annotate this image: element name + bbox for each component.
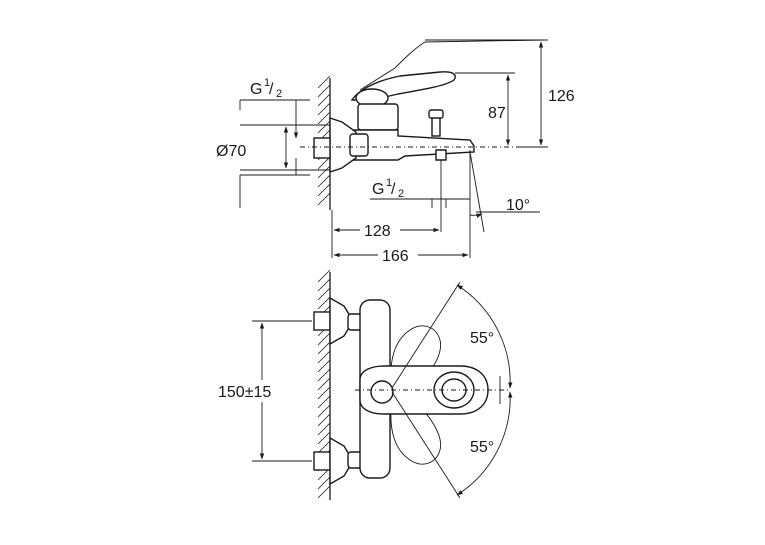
dim-150-label: 150±15 bbox=[218, 384, 271, 401]
spout-outlet bbox=[435, 149, 447, 161]
dim-angle-55: 55° 55° bbox=[391, 281, 513, 499]
inlet-bottom bbox=[313, 451, 331, 471]
dim-angle-up-label: 55° bbox=[470, 330, 494, 347]
dim-166: 166 bbox=[333, 245, 469, 265]
wall-hatch-line bbox=[317, 156, 331, 170]
dim-166-label: 166 bbox=[382, 248, 409, 265]
mixer-body bbox=[351, 129, 475, 161]
dim-diameter: Ø70 bbox=[216, 124, 330, 208]
wall-hatch-line bbox=[317, 422, 331, 436]
wall-hatch-line bbox=[317, 341, 331, 355]
wall-hatch-line bbox=[317, 192, 331, 206]
lever-raised-outline bbox=[359, 39, 546, 91]
wall-hatch-line bbox=[317, 386, 331, 400]
wall-hatch-line bbox=[317, 485, 331, 499]
wall-hatch-line bbox=[317, 350, 331, 364]
thread-top-slash: / bbox=[269, 81, 274, 98]
dim-87: 87 bbox=[455, 72, 515, 146]
dim-128: 128 bbox=[331, 210, 440, 258]
escutcheon-bottom bbox=[329, 436, 351, 486]
escutcheon bbox=[329, 117, 357, 173]
wall-hatch-line bbox=[317, 174, 331, 188]
wall-hatch-line bbox=[317, 93, 331, 107]
wall-hatch-line bbox=[317, 431, 331, 445]
dim-128-label: 128 bbox=[364, 223, 391, 240]
thread-top-den: 2 bbox=[276, 88, 282, 100]
wall-inlet bbox=[313, 137, 331, 159]
wall-hatch-line bbox=[317, 75, 331, 89]
dim-150: 150±15 bbox=[214, 320, 312, 462]
dim-126-label: 126 bbox=[548, 88, 575, 105]
wall-hatch-line bbox=[317, 404, 331, 418]
thread-top-num: 1 bbox=[264, 77, 270, 89]
wall-hatch-line bbox=[317, 165, 331, 179]
dim-angle-10-label: 10° bbox=[506, 197, 530, 214]
wall-hatch-line bbox=[317, 440, 331, 454]
dim-87-label: 87 bbox=[488, 105, 506, 122]
wall-hatch-line bbox=[317, 84, 331, 98]
dim-diameter-label: Ø70 bbox=[216, 143, 246, 160]
union-nut bbox=[349, 133, 369, 157]
escutcheon-top bbox=[329, 296, 351, 346]
wall-hatch-line bbox=[317, 120, 331, 134]
wall-hatch-line bbox=[317, 269, 331, 283]
wall-hatch-line bbox=[317, 359, 331, 373]
dim-angle-10: 10° bbox=[469, 197, 540, 218]
wall-hatch-line bbox=[317, 287, 331, 301]
outlet-angle-line bbox=[469, 151, 485, 233]
thread-bottom-den: 2 bbox=[398, 188, 404, 200]
lever-swing-down bbox=[390, 397, 442, 465]
wall-hatch-line bbox=[317, 332, 331, 346]
wall-hatch-line bbox=[317, 111, 331, 125]
wall-hatch-line bbox=[317, 476, 331, 490]
wall-hatch-line bbox=[317, 395, 331, 409]
thread-top-base: G bbox=[250, 81, 262, 98]
cartridge-body bbox=[357, 103, 399, 131]
dim-angle-down-label: 55° bbox=[470, 439, 494, 456]
dim-126: 126 bbox=[425, 39, 575, 148]
wall-hatch-line bbox=[317, 278, 331, 292]
wall-hatch-line bbox=[317, 296, 331, 310]
front-view: 150±15 55° 55° bbox=[214, 269, 513, 500]
inlet-top bbox=[313, 311, 331, 331]
diverter-knob bbox=[428, 109, 444, 119]
wall-hatch-line bbox=[317, 102, 331, 116]
thread-bottom-label: G 1 / 2 bbox=[370, 177, 470, 208]
side-view: 126 87 G 1 / 2 Ø70 bbox=[216, 39, 575, 265]
wall-hatch-line bbox=[317, 377, 331, 391]
thread-bottom-slash: / bbox=[391, 181, 396, 198]
lever-pivot bbox=[370, 380, 394, 404]
thread-bottom-base: G bbox=[372, 181, 384, 198]
thread-bottom-num: 1 bbox=[386, 177, 392, 189]
wall-hatch-line bbox=[317, 368, 331, 382]
wall-hatch-line bbox=[317, 183, 331, 197]
thread-top-label: G 1 / 2 bbox=[239, 77, 310, 139]
wall-hatch-line bbox=[317, 413, 331, 427]
